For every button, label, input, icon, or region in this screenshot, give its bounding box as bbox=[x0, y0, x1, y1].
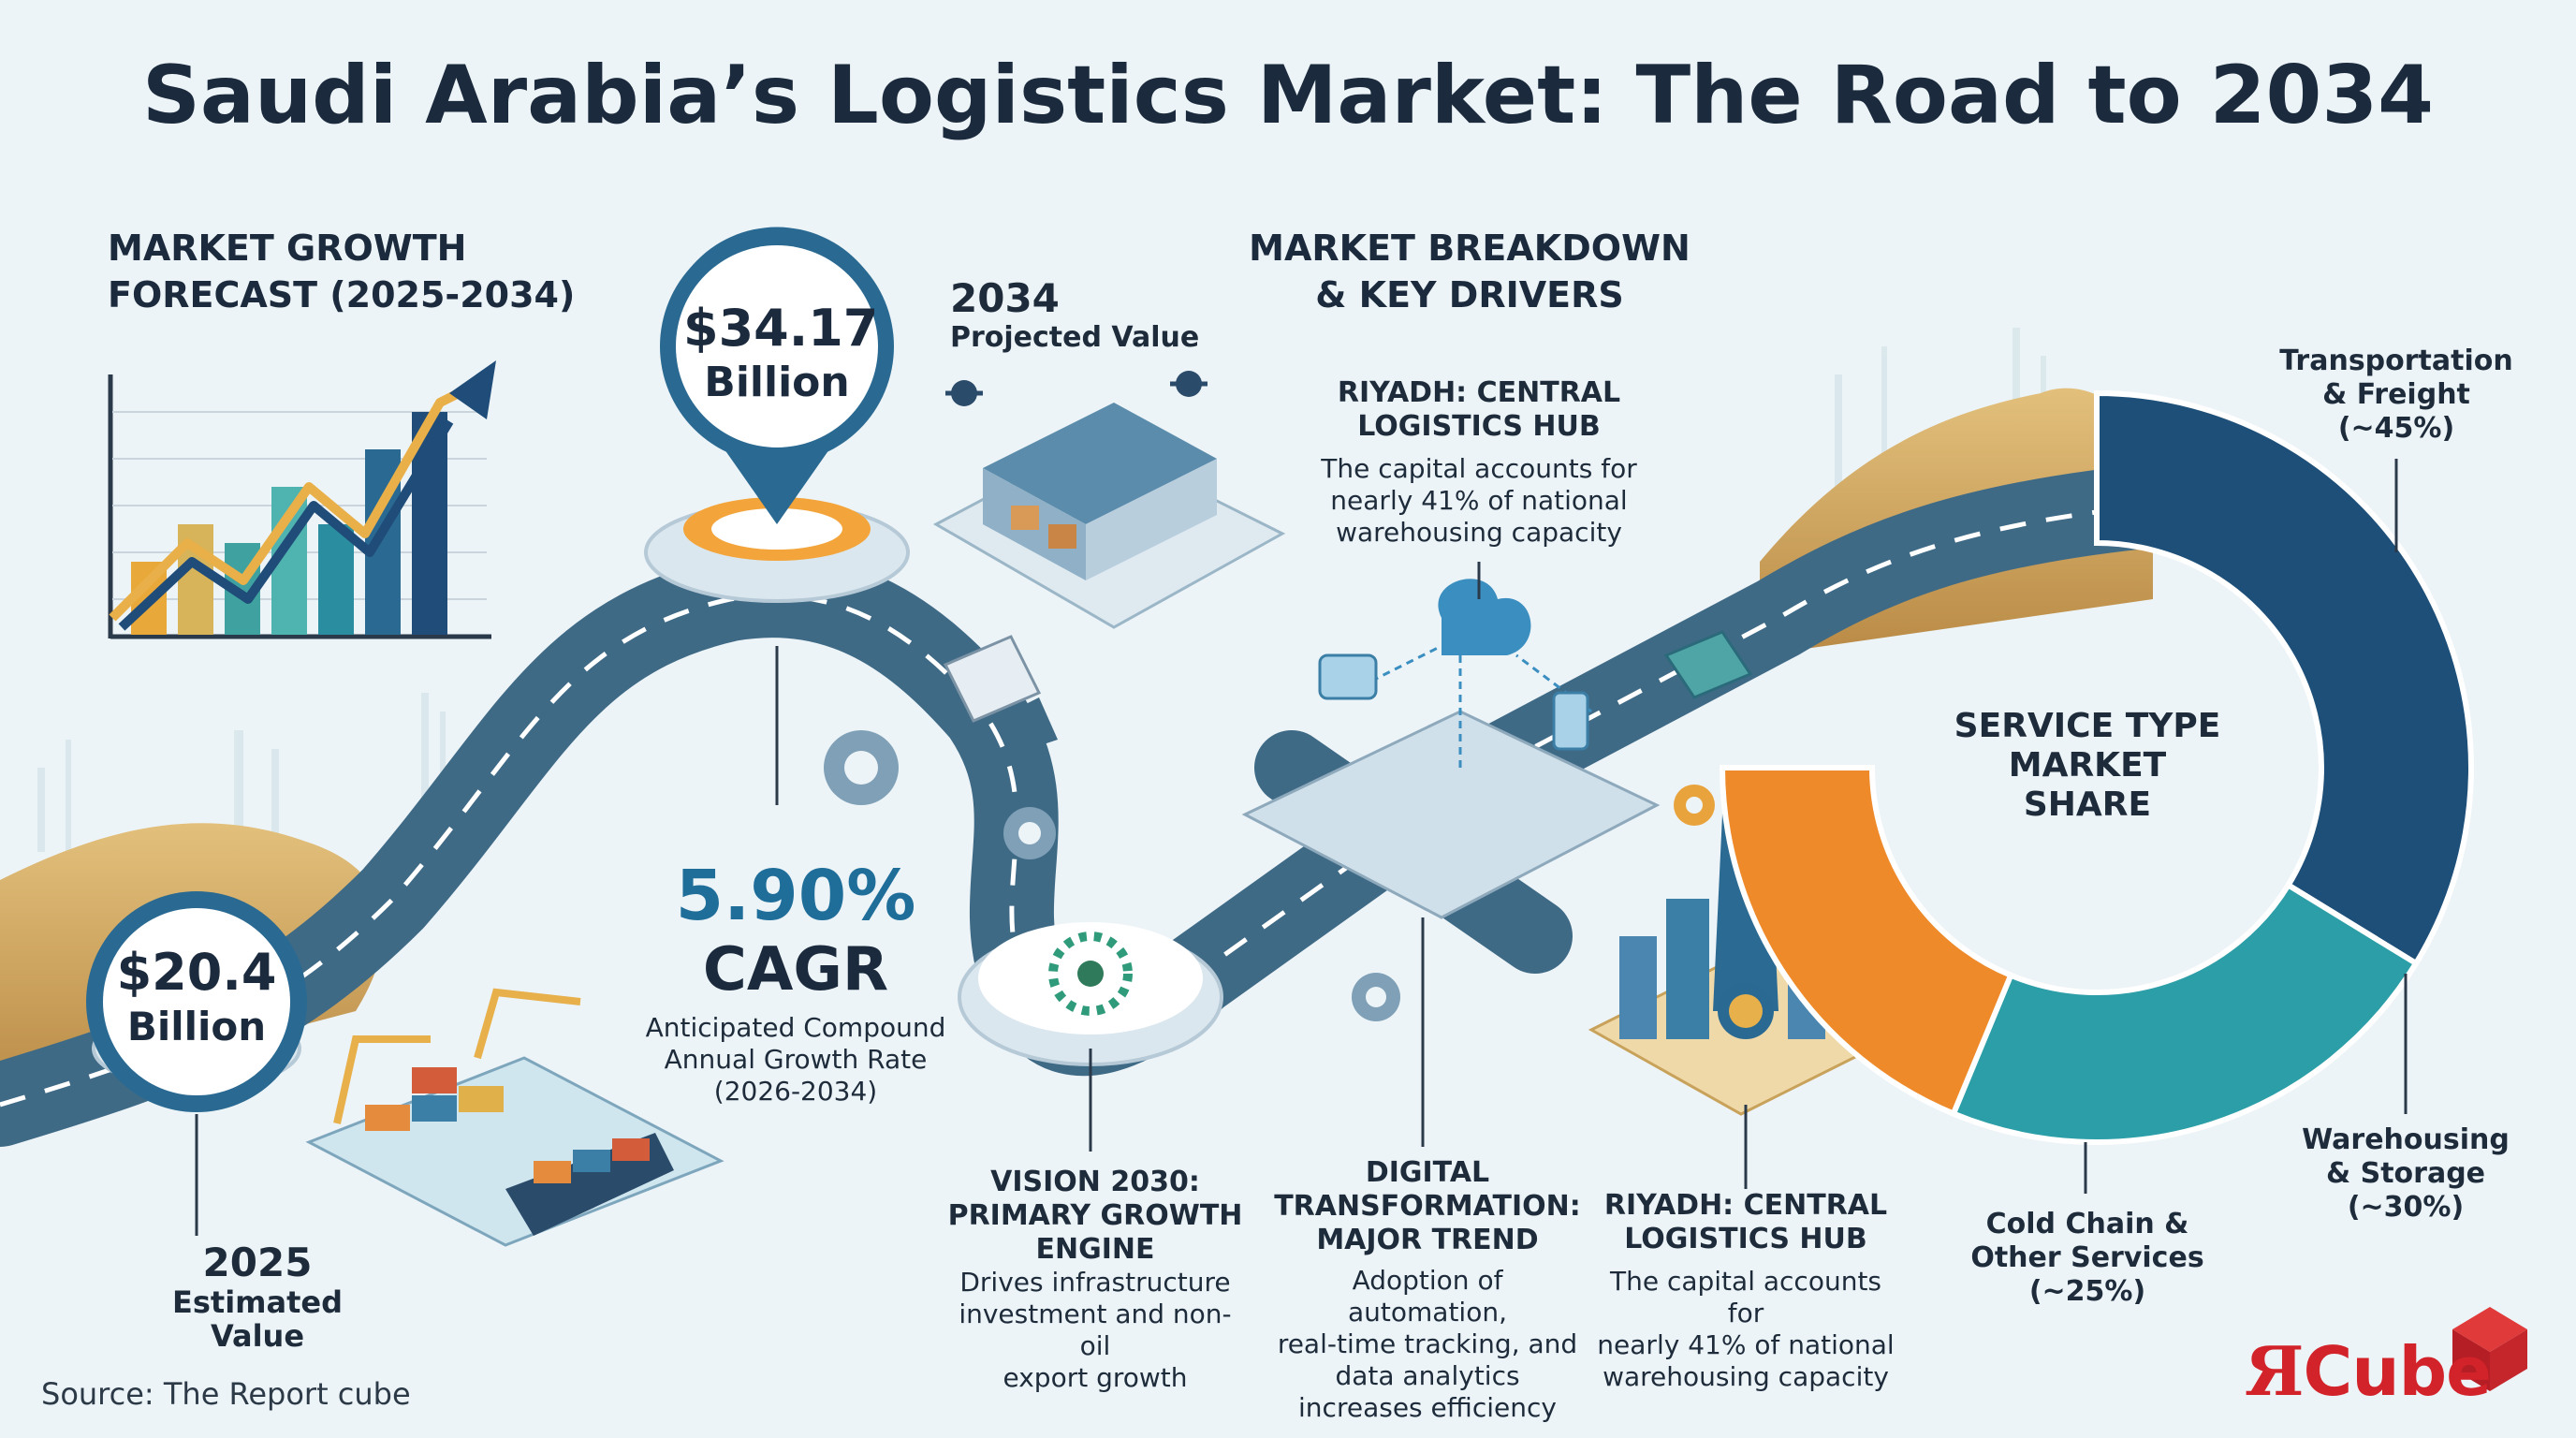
riyadh-top-desc-line3: warehousing capacity bbox=[1336, 517, 1622, 548]
digital-desc-line1: Adoption of automation, bbox=[1348, 1265, 1507, 1328]
logo-word: Cube bbox=[2303, 1332, 2492, 1411]
segment-transportation-label: Transportation & Freight (~45%) bbox=[2265, 345, 2527, 446]
source-note: Source: The Report cube bbox=[41, 1376, 411, 1412]
cagr-label: CAGR bbox=[702, 935, 889, 1005]
segment-coldchain-name-line1: Cold Chain & bbox=[1985, 1208, 2189, 1240]
vision-heading-line3: ENGINE bbox=[1035, 1233, 1155, 1266]
pin-2034-value-line2: Billion bbox=[704, 359, 850, 406]
growth-forecast-heading-line1: MARKET GROWTH bbox=[108, 227, 467, 269]
riyadh-bottom-heading-line2: LOGISTICS HUB bbox=[1624, 1223, 1867, 1255]
digital-heading-line1: DIGITAL bbox=[1365, 1156, 1490, 1189]
pin-2025-value: $20.4 Billion bbox=[112, 946, 281, 1054]
growth-forecast-heading-line2: FORECAST (2025-2034) bbox=[108, 274, 576, 315]
riyadh-bottom-desc-line3: warehousing capacity bbox=[1603, 1361, 1889, 1392]
pin-2025-value-line2: Billion bbox=[126, 1004, 267, 1049]
riyadh-bottom-desc-line1: The capital accounts for bbox=[1609, 1266, 1882, 1328]
riyadh-top-block: RIYADH: CENTRAL LOGISTICS HUB The capita… bbox=[1292, 376, 1666, 549]
breakdown-heading-line2: & KEY DRIVERS bbox=[1315, 274, 1624, 315]
digital-block: DIGITAL TRANSFORMATION: MAJOR TREND Adop… bbox=[1273, 1156, 1582, 1424]
projected-2034-label: 2034 Projected Value bbox=[950, 276, 1199, 355]
breakdown-heading-line1: MARKET BREAKDOWN bbox=[1249, 227, 1690, 269]
logo-letter: Я bbox=[2245, 1331, 2304, 1411]
vision-heading-line1: VISION 2030: bbox=[990, 1166, 1200, 1198]
segment-warehousing-share: (~30%) bbox=[2347, 1191, 2465, 1224]
digital-heading-line3: MAJOR TREND bbox=[1316, 1224, 1539, 1256]
vision-desc-line1: Drives infrastructure bbox=[959, 1267, 1231, 1298]
segment-warehousing-name-line1: Warehousing bbox=[2302, 1123, 2510, 1156]
pin-2025-value-line1: $20.4 bbox=[116, 943, 277, 1002]
page-title: Saudi Arabia’s Logistics Market: The Roa… bbox=[141, 49, 2435, 142]
pin-2034-marker bbox=[644, 227, 910, 805]
riyadh-top-heading-line2: LOGISTICS HUB bbox=[1357, 410, 1601, 443]
riyadh-bottom-heading-line1: RIYADH: CENTRAL bbox=[1603, 1189, 1888, 1222]
projected-year: 2034 bbox=[950, 275, 1060, 321]
growth-chart-icon bbox=[108, 360, 496, 639]
growth-forecast-heading: MARKET GROWTH FORECAST (2025-2034) bbox=[108, 225, 575, 318]
vision-2030-emblem bbox=[958, 922, 1223, 1152]
brand-logo: ЯCube bbox=[2245, 1331, 2492, 1411]
service-share-heading: SERVICE TYPE MARKET SHARE bbox=[1947, 707, 2228, 825]
segment-coldchain-arc bbox=[1719, 765, 2015, 1118]
vision-desc-line3: export growth bbox=[1003, 1362, 1188, 1393]
segment-transportation-arc bbox=[2094, 389, 2474, 968]
warehouse-icon bbox=[932, 371, 1286, 629]
cagr-value: 5.90% bbox=[675, 856, 916, 936]
digital-desc-line2: real-time tracking, and bbox=[1277, 1328, 1578, 1359]
segment-coldchain-name-line2: Other Services bbox=[1970, 1241, 2204, 1274]
estimated-caption-line2: Value bbox=[210, 1318, 305, 1354]
riyadh-bottom-block: RIYADH: CENTRAL LOGISTICS HUB The capita… bbox=[1591, 1189, 1900, 1393]
cagr-desc-line2: Annual Growth Rate bbox=[664, 1044, 928, 1075]
breakdown-heading: MARKET BREAKDOWN & KEY DRIVERS bbox=[1226, 225, 1713, 318]
vision-desc-line2: investment and non-oil bbox=[959, 1299, 1232, 1361]
share-leader-lines bbox=[2084, 459, 2408, 1194]
truck-right-icon bbox=[1663, 630, 1753, 699]
segment-coldchain-share: (~25%) bbox=[2028, 1275, 2146, 1308]
service-share-heading-line3: SHARE bbox=[2023, 785, 2152, 824]
digital-desc-line3: data analytics bbox=[1335, 1360, 1520, 1391]
riyadh-top-desc-line2: nearly 41% of national bbox=[1330, 485, 1628, 516]
segment-warehousing-label: Warehousing & Storage (~30%) bbox=[2284, 1123, 2527, 1225]
vision-2030-block: VISION 2030: PRIMARY GROWTH ENGINE Drive… bbox=[945, 1166, 1245, 1394]
service-share-chart bbox=[1719, 389, 2474, 1145]
cagr-desc-line1: Anticipated Compound bbox=[645, 1012, 946, 1043]
vision-heading-line2: PRIMARY GROWTH bbox=[947, 1199, 1243, 1232]
gear-icon bbox=[824, 730, 1715, 1021]
riyadh-bottom-desc-line2: nearly 41% of national bbox=[1597, 1329, 1895, 1360]
cagr-block: 5.90% CAGR Anticipated Compound Annual G… bbox=[618, 857, 973, 1108]
logo-cube-icon bbox=[2452, 1307, 2527, 1391]
digital-heading-line2: TRANSFORMATION: bbox=[1274, 1190, 1581, 1223]
pin-2034-value: $34.17 Billion bbox=[683, 299, 879, 410]
projected-caption: Projected Value bbox=[950, 321, 1200, 354]
segment-warehousing-name-line2: & Storage bbox=[2325, 1157, 2486, 1190]
segment-transportation-name-line2: & Freight bbox=[2322, 378, 2470, 411]
segment-transportation-share: (~45%) bbox=[2337, 412, 2455, 445]
estimated-year: 2025 bbox=[202, 1240, 313, 1285]
estimated-2025-label: 2025 Estimated Value bbox=[140, 1240, 374, 1354]
service-share-heading-line1: SERVICE TYPE bbox=[1954, 707, 2221, 745]
service-share-heading-line2: MARKET bbox=[2008, 746, 2167, 785]
digital-hub-icon bbox=[1241, 562, 1661, 1147]
pin-2034-value-line1: $34.17 bbox=[683, 299, 879, 358]
port-ship-icon bbox=[305, 988, 724, 1247]
segment-warehousing-arc bbox=[1950, 881, 2421, 1145]
truck-icon bbox=[943, 635, 1058, 749]
segment-coldchain-label: Cold Chain & Other Services (~25%) bbox=[1947, 1208, 2228, 1309]
digital-desc-line4: increases efficiency bbox=[1298, 1392, 1557, 1423]
riyadh-top-desc-line1: The capital accounts for bbox=[1321, 453, 1637, 484]
segment-transportation-name-line1: Transportation bbox=[2279, 345, 2513, 377]
pin-2025-marker bbox=[86, 891, 307, 1236]
estimated-caption-line1: Estimated bbox=[171, 1284, 343, 1320]
cagr-desc-line3: (2026-2034) bbox=[713, 1076, 878, 1107]
riyadh-top-heading-line1: RIYADH: CENTRAL bbox=[1337, 376, 1621, 409]
